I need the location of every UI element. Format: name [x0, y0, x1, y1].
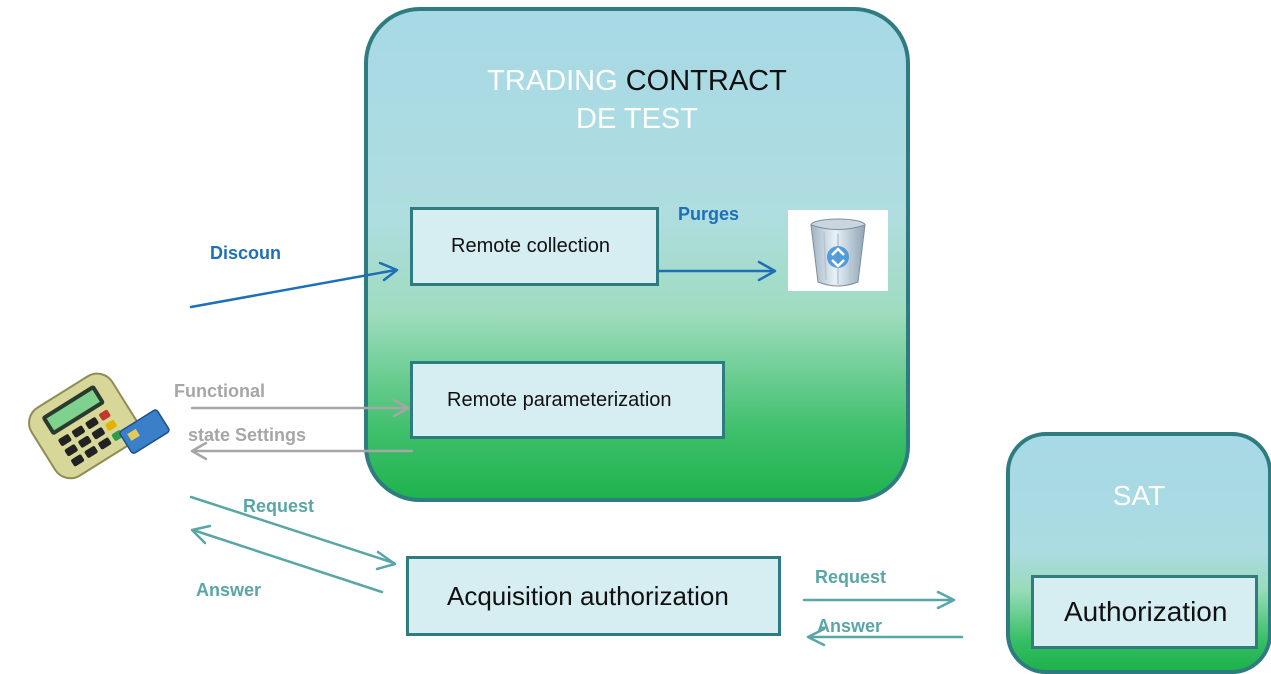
- remote-collection-box[interactable]: Remote collection: [410, 207, 659, 286]
- discount-label: Discoun: [210, 243, 282, 263]
- remote-collection-label: Remote collection: [451, 235, 610, 257]
- request-right-label: Request: [815, 567, 887, 587]
- acquisition-authorization-label: Acquisition authorization: [447, 580, 729, 611]
- title-de-test: DE TEST: [576, 103, 698, 135]
- answer-left-label: Answer: [196, 580, 262, 600]
- state-settings-arrowhead: [190, 441, 208, 461]
- authorization-label: Authorization: [1064, 596, 1228, 627]
- request-left-arrow: [189, 495, 396, 565]
- acquisition-authorization-box[interactable]: Acquisition authorization: [406, 556, 781, 636]
- answer-left-arrow: [191, 528, 384, 594]
- purges-arrowhead: [757, 260, 777, 282]
- trading-contract-title: TRADING CONTRACT DE TEST: [364, 62, 910, 138]
- recycle-bin-icon: [788, 210, 888, 291]
- purges-label: Purges: [678, 204, 740, 224]
- state-settings-label: state Settings: [188, 425, 307, 445]
- title-contract: CONTRACT: [625, 65, 787, 97]
- answer-right-label: Answer: [817, 616, 883, 636]
- discount-arrowhead: [378, 261, 399, 282]
- request-left-arrowhead: [375, 550, 397, 571]
- request-left-label: Request: [243, 496, 315, 516]
- functional-label: Functional: [174, 381, 265, 401]
- payment-terminal-icon: [8, 356, 183, 496]
- title-trading: TRADING: [487, 65, 626, 97]
- answer-left-arrowhead: [190, 524, 212, 545]
- sat-title: SAT: [1112, 480, 1166, 511]
- functional-arrowhead: [392, 398, 410, 418]
- answer-right-arrowhead: [806, 627, 826, 647]
- remote-parameterization-box[interactable]: Remote parameterization: [410, 361, 725, 439]
- request-right-arrowhead: [936, 590, 956, 610]
- authorization-box[interactable]: Authorization: [1031, 575, 1258, 649]
- discount-arrow: [189, 268, 398, 309]
- remote-parameterization-label: Remote parameterization: [447, 388, 672, 411]
